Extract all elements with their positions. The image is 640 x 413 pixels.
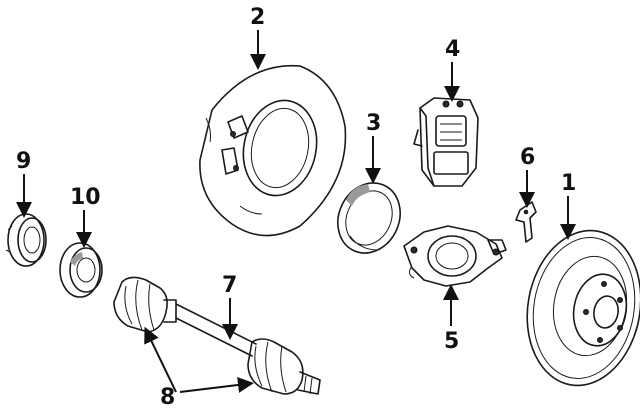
callout-7: 7: [222, 273, 237, 298]
knuckle-part: [403, 225, 507, 287]
seal-part: [5, 213, 47, 267]
brake-shoe-part: [337, 182, 401, 254]
callout-6: 6: [520, 145, 535, 170]
callout-9: 9: [16, 149, 31, 174]
callout-5: 5: [444, 329, 459, 354]
callout-10: 10: [70, 185, 101, 210]
caliper-part: [413, 97, 479, 187]
rotor-part: [526, 229, 640, 387]
callout-1: 1: [561, 171, 576, 196]
axle-shaft-part: [113, 276, 321, 395]
backing-plate-part: [199, 64, 347, 237]
leader-lines: [16, 30, 576, 393]
callout-2: 2: [250, 5, 265, 30]
callout-3: 3: [366, 111, 381, 136]
clip-part: [515, 201, 537, 243]
callout-4: 4: [445, 37, 460, 62]
bearing-part: [59, 242, 103, 298]
callout-8: 8: [160, 385, 175, 410]
